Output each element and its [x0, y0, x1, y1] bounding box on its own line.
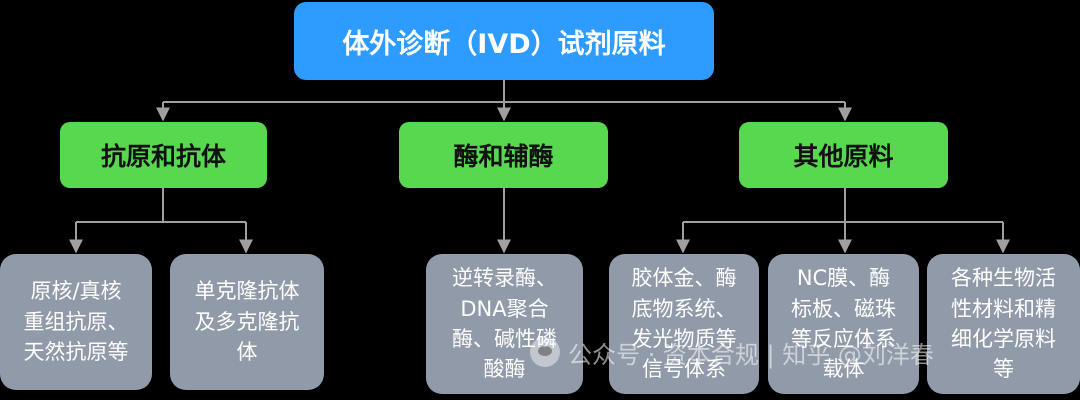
leaf-signal-system: 胶体金、酶 底物系统、 发光物质等 信号体系 — [609, 254, 759, 394]
category-enzymes: 酶和辅酶 — [399, 122, 608, 188]
leaf-reaction-carriers: NC膜、酶 标板、磁珠 等反应体系 载体 — [768, 254, 919, 394]
leaf-enzymes: 逆转录酶、 DNA聚合 酶、碱性磷 酸酶 — [426, 254, 583, 394]
category-other-materials: 其他原料 — [739, 122, 948, 188]
leaf-monoclonal-antibodies: 单克隆抗体 及多克隆抗 体 — [170, 254, 324, 390]
root-node: 体外诊断（IVD）试剂原料 — [294, 2, 714, 80]
watermark-text: 公众号 · 资本合规 | 知乎 @刘洋春 — [568, 340, 934, 369]
watermark: 公众号 · 资本合规 | 知乎 @刘洋春 — [530, 332, 934, 372]
category-antigen-antibody: 抗原和抗体 — [60, 122, 267, 188]
leaf-recombinant-antigens: 原核/真核 重组抗原、 天然抗原等 — [0, 254, 152, 390]
wechat-icon — [530, 337, 560, 367]
leaf-bioactive-materials: 各种生物活 性材料和精 细化学原料 等 — [927, 254, 1080, 394]
